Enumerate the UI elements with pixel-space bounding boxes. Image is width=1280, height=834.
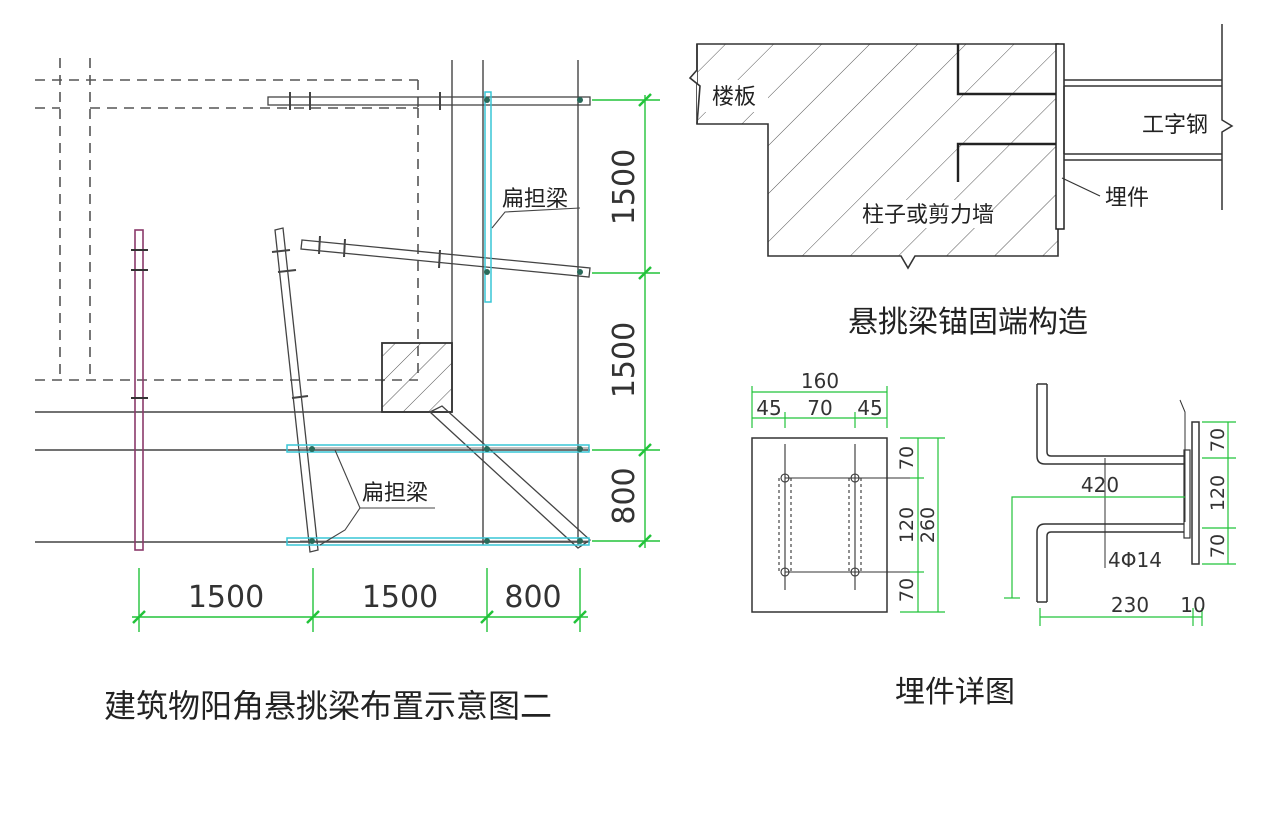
beam-label-top: 扁担梁 (502, 187, 568, 212)
side-weld (1183, 449, 1191, 539)
dim-bottom-1: 1500 (188, 580, 264, 615)
side-dim-230: 230 (1111, 593, 1149, 617)
plate-dim-70: 70 (807, 396, 832, 420)
plate-dims-right (900, 437, 945, 613)
plate-dim-160: 160 (801, 369, 839, 393)
dimension-bottom (132, 568, 588, 632)
wall-lines (35, 60, 590, 545)
embed-label: 埋件 (1105, 186, 1149, 211)
plate-dim-70-top: 70 (896, 446, 918, 470)
wall-label: 柱子或剪力墙 (862, 203, 994, 228)
side-plate (1191, 421, 1200, 565)
brace-tube (428, 405, 592, 549)
plate-dim-45-right: 45 (857, 396, 882, 420)
detail-caption: 埋件详图 (895, 675, 1015, 710)
embed-plate (1055, 43, 1065, 230)
top-horizontal-tube (267, 92, 591, 110)
plate-dim-120: 120 (896, 507, 918, 543)
concrete-wall-hatched (696, 43, 1059, 270)
left-figure-caption: 建筑物阳角悬挑梁布置示意图二 (104, 687, 552, 725)
diagonal-tube (300, 235, 591, 278)
embed-plate-detail: 160 45 70 45 70 120 70 260 (751, 369, 945, 613)
plate-outline (751, 437, 888, 613)
dim-bottom-3: 800 (504, 580, 561, 615)
connection-nodes (309, 97, 583, 544)
anchor-bars (956, 44, 1058, 182)
side-dim-70-bottom: 70 (1207, 534, 1229, 558)
beam-label-bottom: 扁担梁 (362, 481, 428, 506)
cantilever-beams (286, 91, 590, 546)
side-dim-120: 120 (1207, 475, 1229, 511)
dim-right-2: 1500 (607, 322, 642, 398)
side-dim-70-top: 70 (1207, 428, 1229, 452)
plate-dim-70-bottom: 70 (896, 578, 918, 602)
dim-right-1: 1500 (607, 149, 642, 225)
anchor-caption: 悬挑梁锚固端构造 (848, 305, 1088, 340)
side-dim-bar: 4Φ14 (1108, 548, 1162, 572)
left-layout-diagram: 扁担梁 扁担梁 1500 1500 800 (35, 58, 660, 725)
label-leaders (319, 207, 581, 546)
side-dims (1039, 421, 1236, 626)
wall-label-bg (865, 200, 991, 228)
dim-bottom-2: 1500 (362, 580, 438, 615)
slab-label-bg (700, 80, 768, 112)
slab-label: 楼板 (712, 85, 756, 110)
embed-side-detail: 420 4Φ14 230 10 70 120 70 埋件详图 (895, 383, 1236, 710)
column-hatched (381, 342, 453, 413)
plate-dims-top (751, 386, 888, 428)
side-leaders (1104, 399, 1186, 568)
building-outline-dashed (35, 58, 419, 381)
side-bars (1036, 383, 1190, 603)
dim-right-3: 800 (607, 467, 642, 524)
i-beam (1063, 24, 1234, 210)
break-line (688, 44, 701, 125)
plate-dim-260: 260 (917, 507, 939, 543)
plate-dim-45-left: 45 (756, 396, 781, 420)
side-dim-420: 420 (1081, 473, 1119, 497)
side-dim-10: 10 (1180, 593, 1205, 617)
anchor-end-diagram: 楼板 柱子或剪力墙 工字钢 埋件 悬挑梁锚固端构造 (688, 24, 1234, 340)
dimension-right (592, 93, 660, 548)
plate-bars (778, 444, 915, 590)
scaffold-poles (131, 229, 148, 551)
slanted-pole (271, 227, 319, 553)
side-green-leader (1004, 496, 1185, 599)
ibeam-label: 工字钢 (1142, 113, 1208, 138)
embed-leader (1061, 177, 1101, 197)
